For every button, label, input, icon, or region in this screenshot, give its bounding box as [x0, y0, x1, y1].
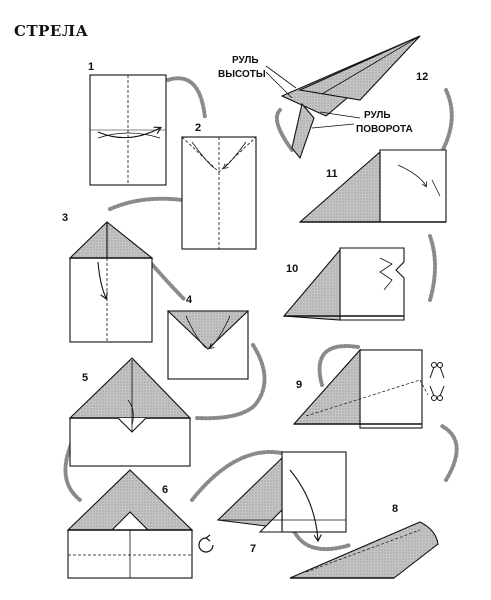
step-3-sheet — [68, 221, 154, 343]
rudder-label-line2: ПОВОРОТА — [356, 124, 413, 135]
scissors-icon — [429, 385, 445, 401]
step-9-sheet — [292, 348, 429, 429]
step-11-sheet — [298, 149, 447, 223]
step-7-number: 7 — [250, 543, 256, 555]
step-8-sheet — [289, 521, 439, 579]
step-12-number: 12 — [416, 71, 428, 83]
step-flow-path — [63, 76, 459, 552]
step-10-number: 10 — [286, 263, 298, 275]
step-9-number: 9 — [296, 379, 302, 391]
elevator-label-line2: ВЫСОТЫ — [218, 69, 266, 80]
step-4-sheet — [166, 310, 250, 380]
step-3-number: 3 — [62, 212, 68, 224]
step-4-number: 4 — [186, 294, 193, 306]
scissors-icon — [429, 362, 445, 379]
step-10-sheet — [282, 247, 405, 321]
step-5-number: 5 — [82, 372, 88, 384]
diagram-title: СТРЕЛА — [14, 22, 89, 40]
step-6-sheet — [66, 469, 194, 579]
rotate-icon — [198, 534, 214, 553]
elevator-callout: РУЛЬ ВЫСОТЫ — [218, 55, 297, 99]
step-8-number: 8 — [392, 503, 398, 515]
elevator-label-line1: РУЛЬ — [232, 55, 259, 66]
step-1-number: 1 — [88, 61, 94, 73]
step-2-number: 2 — [195, 122, 201, 134]
rudder-callout: РУЛЬ ПОВОРОТА — [311, 110, 413, 135]
step-6-number: 6 — [162, 484, 168, 496]
step-5-sheet — [68, 357, 192, 467]
step-1-sheet — [89, 74, 167, 186]
rudder-label-line1: РУЛЬ — [364, 110, 391, 121]
step-12-finished-plane — [280, 35, 421, 160]
step-11-number: 11 — [326, 168, 338, 180]
step-7-sheet — [216, 451, 347, 540]
step-2-sheet — [181, 136, 257, 250]
